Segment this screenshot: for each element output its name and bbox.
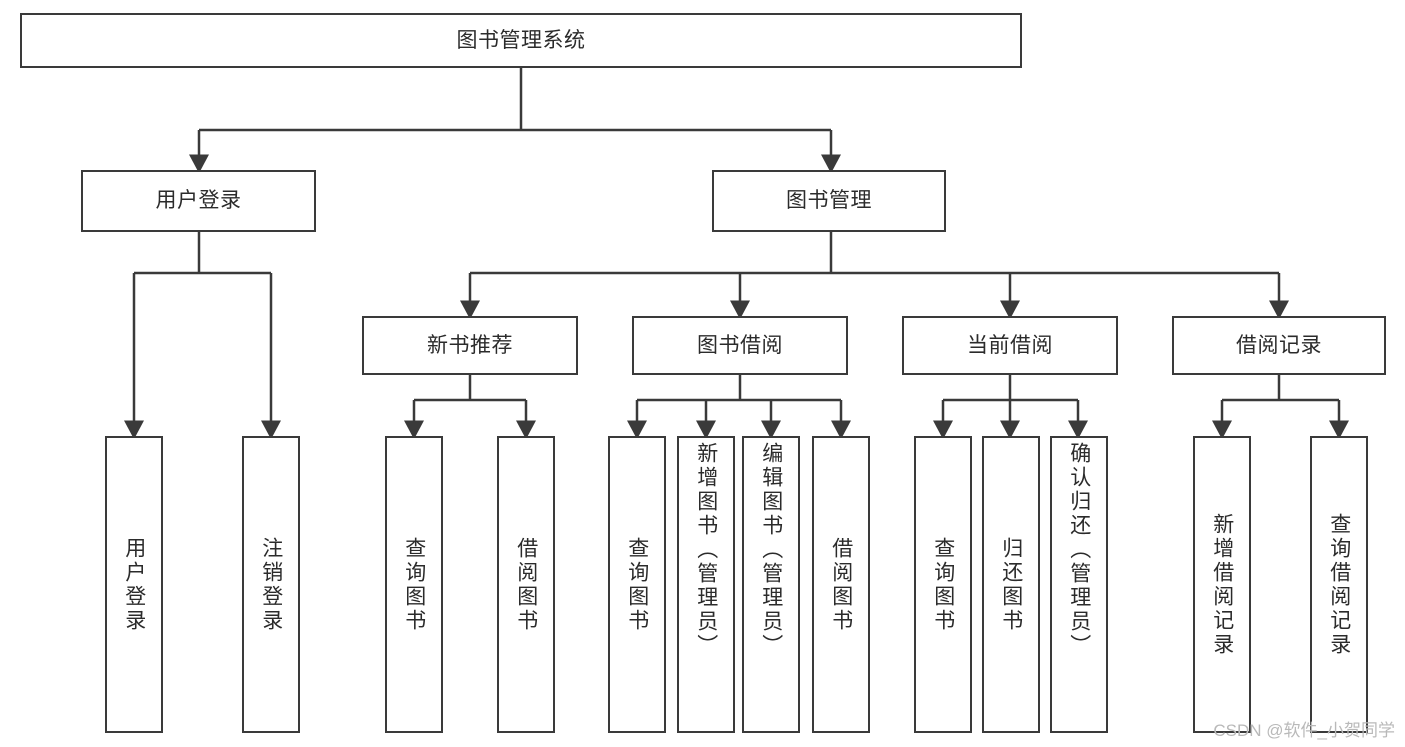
csdn-watermark: CSDN @软件_小贺同学: [1213, 721, 1395, 740]
node-label: 编辑图书（管理员）: [759, 442, 783, 658]
node-borrow-records[interactable]: 借阅记录: [1172, 316, 1386, 375]
node-label: 注销登录: [259, 536, 283, 633]
node-book-borrow[interactable]: 图书借阅: [632, 316, 848, 375]
leaf-current-borrow-query-book[interactable]: 查询图书: [914, 436, 972, 733]
leaf-current-borrow-confirm-return-admin[interactable]: 确认归还（管理员）: [1050, 436, 1108, 733]
leaf-book-borrow-add-book-admin[interactable]: 新增图书（管理员）: [677, 436, 735, 733]
node-label: 查询图书: [931, 536, 955, 633]
leaf-book-borrow-edit-book-admin[interactable]: 编辑图书（管理员）: [742, 436, 800, 733]
leaf-user-login-login[interactable]: 用户登录: [105, 436, 163, 733]
node-label: 图书借阅: [697, 333, 783, 357]
node-label: 确认归还（管理员）: [1067, 442, 1091, 658]
node-current-borrow[interactable]: 当前借阅: [902, 316, 1118, 375]
node-label: 查询图书: [402, 536, 426, 633]
node-label: 归还图书: [999, 536, 1023, 633]
leaf-new-book-borrow-book[interactable]: 借阅图书: [497, 436, 555, 733]
leaf-borrow-records-add-record[interactable]: 新增借阅记录: [1193, 436, 1251, 733]
leaf-book-borrow-query-book[interactable]: 查询图书: [608, 436, 666, 733]
leaf-borrow-records-query-record[interactable]: 查询借阅记录: [1310, 436, 1368, 733]
leaf-current-borrow-return-book[interactable]: 归还图书: [982, 436, 1040, 733]
leaf-new-book-query-book[interactable]: 查询图书: [385, 436, 443, 733]
node-label: 借阅图书: [514, 536, 538, 633]
leaf-book-borrow-borrow-book[interactable]: 借阅图书: [812, 436, 870, 733]
node-label: 新增借阅记录: [1210, 512, 1234, 657]
node-label: 新增图书（管理员）: [694, 442, 718, 658]
node-root-system[interactable]: 图书管理系统: [20, 13, 1022, 68]
node-label: 图书管理系统: [456, 28, 586, 52]
node-label: 新书推荐: [427, 333, 513, 357]
node-book-manage[interactable]: 图书管理: [712, 170, 946, 232]
node-label: 用户登录: [155, 189, 242, 213]
leaf-user-login-logout[interactable]: 注销登录: [242, 436, 300, 733]
node-new-book-recommend[interactable]: 新书推荐: [362, 316, 578, 375]
node-label: 查询借阅记录: [1327, 512, 1351, 657]
node-label: 当前借阅: [967, 333, 1053, 357]
node-label: 查询图书: [625, 536, 649, 633]
node-label: 借阅图书: [829, 536, 853, 633]
node-label: 图书管理: [786, 189, 872, 213]
node-user-login[interactable]: 用户登录: [81, 170, 316, 232]
node-label: 借阅记录: [1236, 333, 1322, 357]
node-label: 用户登录: [122, 536, 146, 633]
